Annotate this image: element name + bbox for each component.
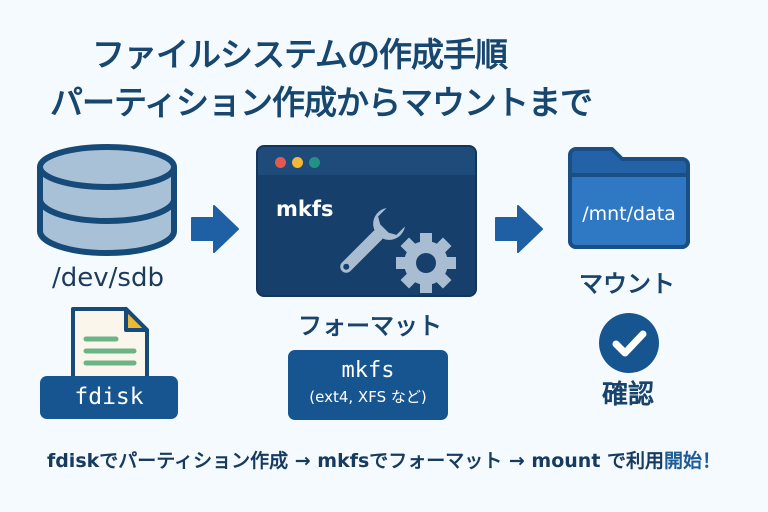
summary-accent: 開始！ (664, 450, 722, 472)
format-label: フォーマット (298, 312, 442, 340)
disk-label: /dev/sdb (52, 263, 164, 293)
confirm-label: 確認 (601, 380, 654, 410)
mount-point-label: /mnt/data (582, 203, 676, 225)
fdisk-command-label: fdisk (74, 384, 144, 410)
window-title-bar (258, 147, 475, 175)
arrow-right-icon (191, 205, 239, 253)
disk-icon (37, 144, 177, 256)
wrench-icon (340, 208, 405, 273)
mkfs-filesystem-types: (ext4, XFS など) (309, 388, 427, 406)
window-maximize-dot (309, 157, 320, 168)
terminal-window-icon: mkfs (256, 145, 477, 297)
arrow-right-icon (495, 205, 543, 253)
summary-main: fdiskでパーティション作成 → mkfsでフォーマット → mount で利… (46, 450, 665, 472)
mkfs-command-label: mkfs (341, 358, 395, 383)
document-icon (71, 307, 149, 386)
check-circle-icon (599, 313, 659, 373)
summary-text: fdiskでパーティション作成 → mkfsでフォーマット → mount で利… (0, 446, 768, 473)
fdisk-command-badge: fdisk (40, 376, 178, 419)
title-line-1: ファイルシステムの作成手順 (92, 35, 508, 74)
window-command-text: mkfs (276, 197, 334, 221)
mount-label: マウント (579, 270, 675, 298)
title-line-2: パーティション作成からマウントまで (50, 83, 593, 122)
mkfs-command-badge: mkfs (ext4, XFS など) (288, 350, 448, 420)
gear-icon (396, 233, 456, 293)
folder-icon: /mnt/data (566, 145, 692, 251)
window-minimize-dot (292, 157, 303, 168)
window-close-dot (275, 157, 286, 168)
